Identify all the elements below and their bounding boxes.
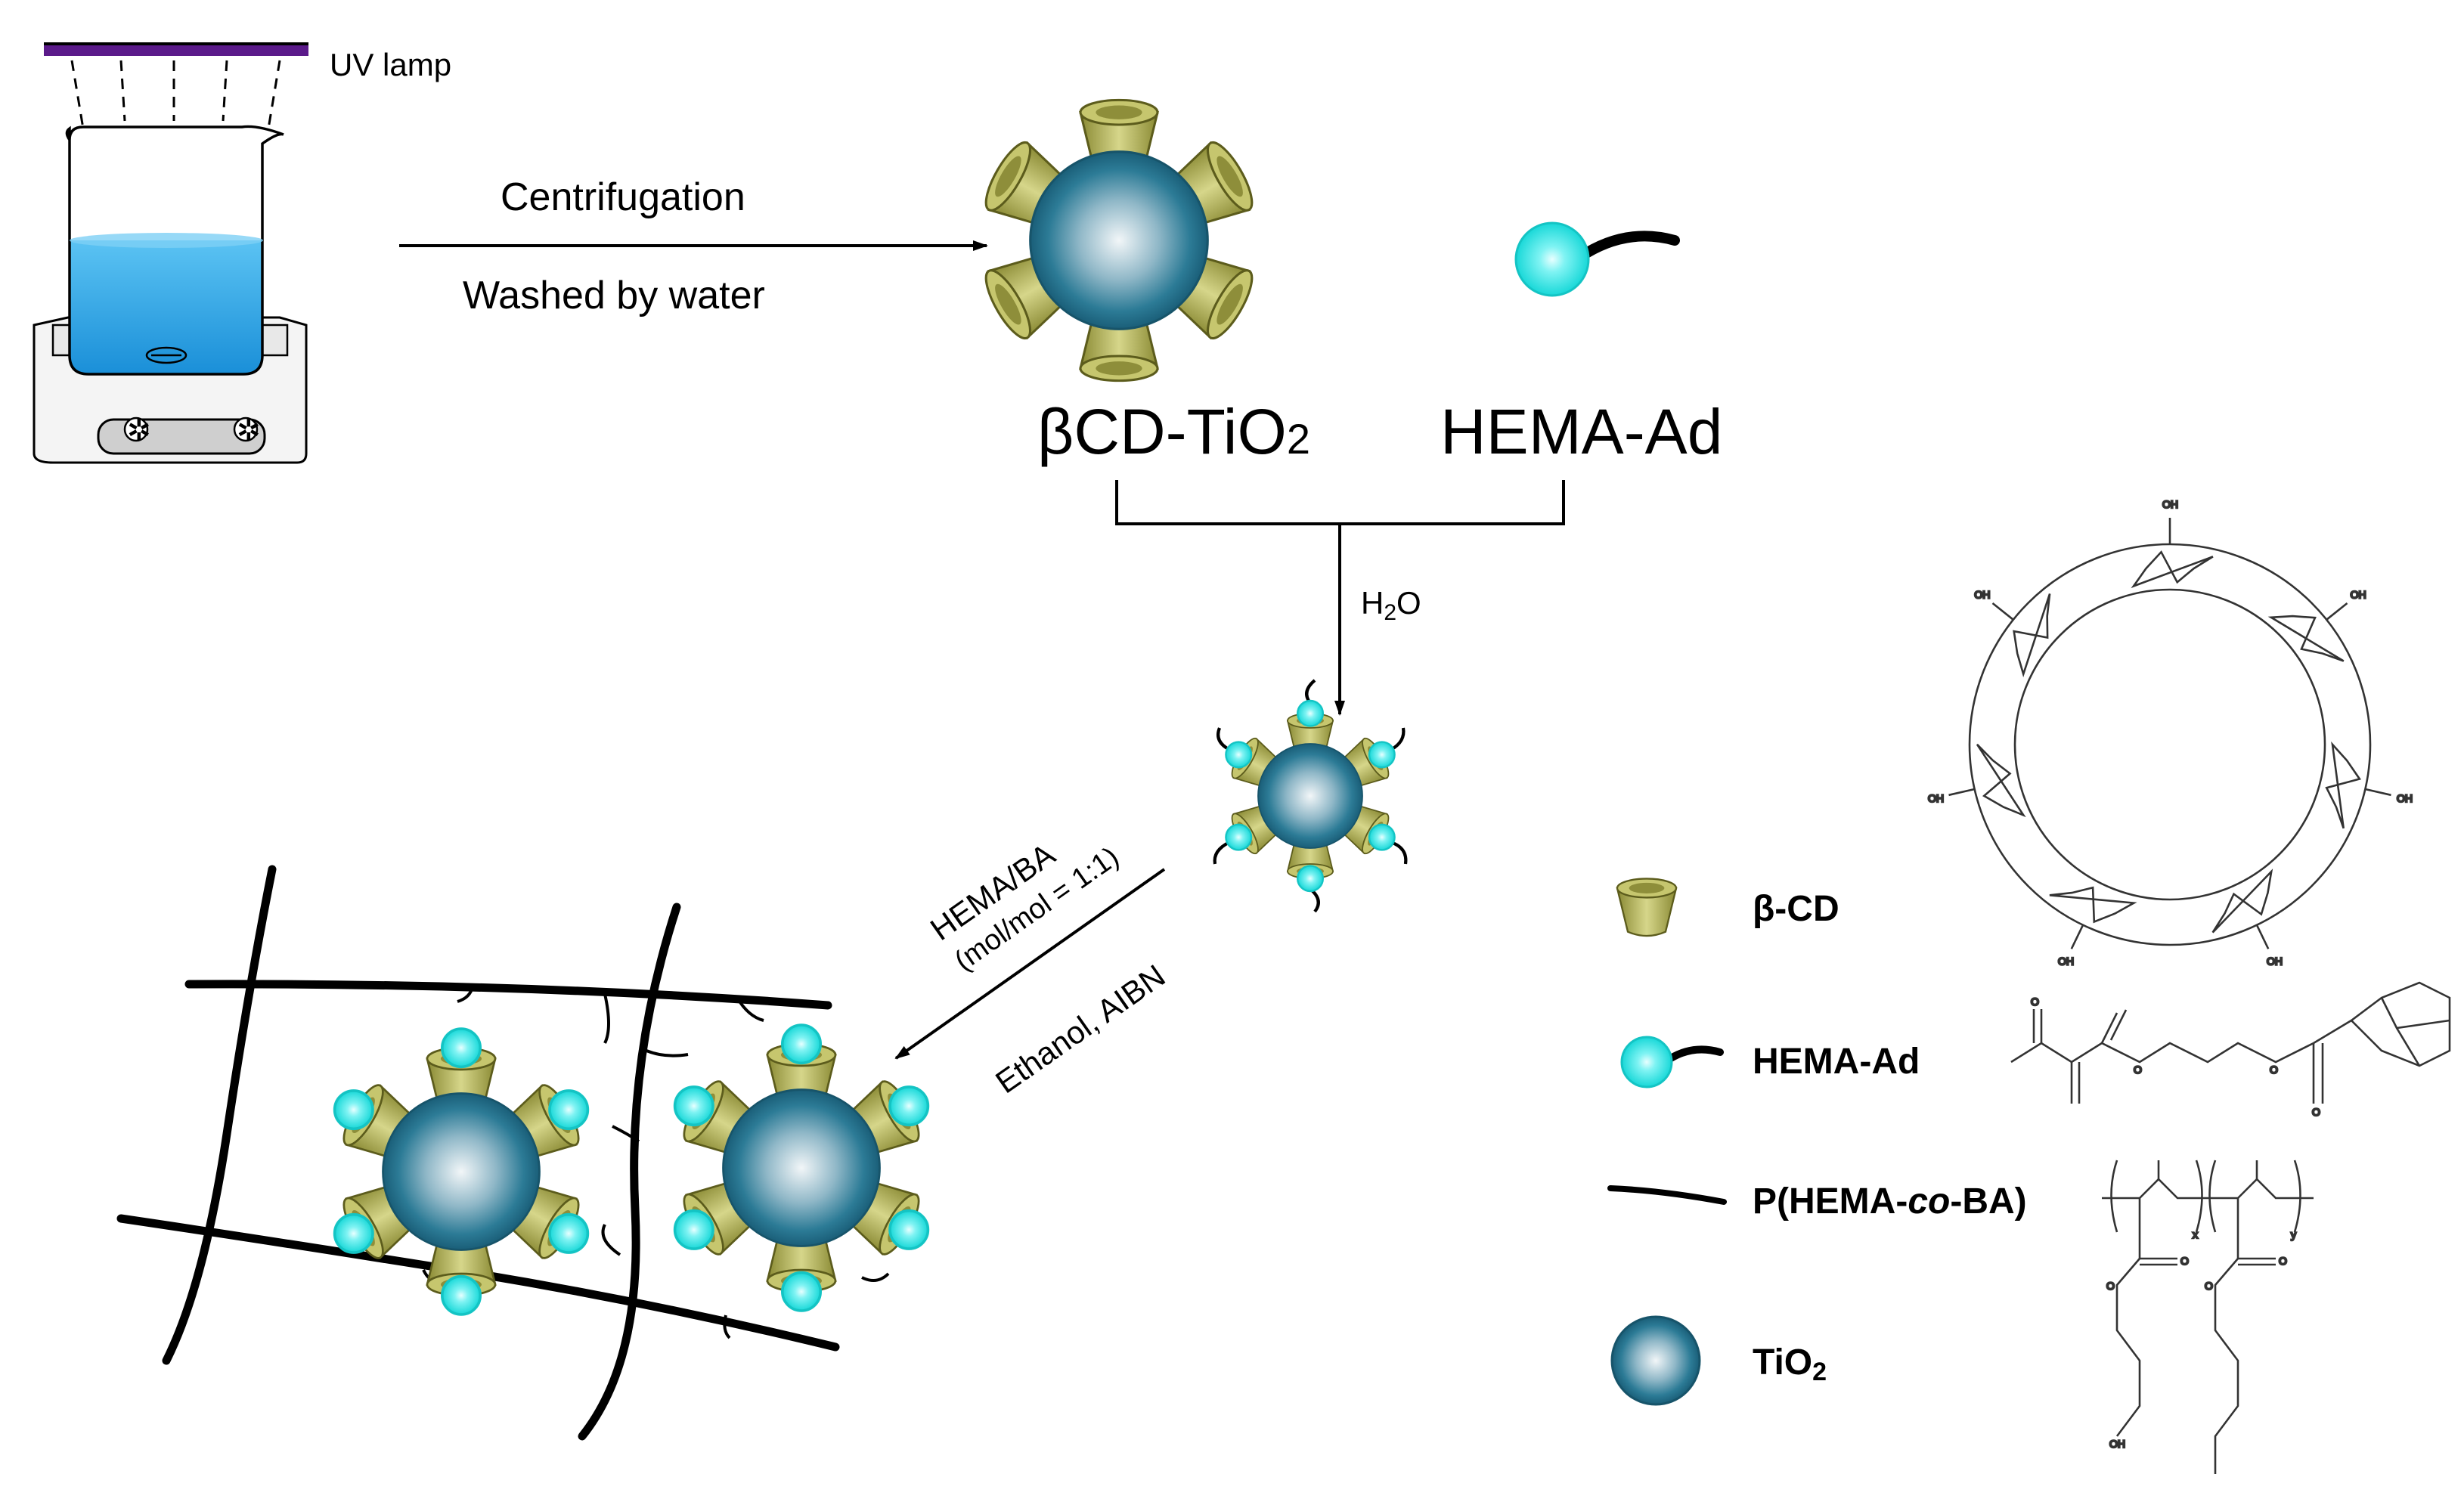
ring-substituent — [2365, 788, 2391, 797]
svg-text:O: O — [2312, 1106, 2320, 1118]
beaker — [65, 125, 284, 376]
svg-text:O: O — [2270, 1064, 2278, 1076]
network-particle-right — [673, 1023, 930, 1312]
glucose-ring — [2267, 615, 2345, 662]
hydroxyl-label: OH — [2351, 589, 2366, 601]
svg-text:O: O — [2205, 1280, 2213, 1292]
ring-substituent — [2326, 602, 2348, 621]
network-particle-left — [333, 1027, 590, 1316]
hydroxyl-label: OH — [2162, 498, 2178, 510]
hydroxyl-label: OH — [2058, 955, 2074, 968]
ring-substituent — [2070, 924, 2084, 949]
hydroxyl-label: OH — [2267, 955, 2283, 968]
uv-lamp-label: UV lamp — [330, 47, 451, 82]
svg-text:y: y — [2291, 1228, 2296, 1240]
hydroxyl-label: OH — [2397, 792, 2413, 804]
bcd-tio2-label: βCD-TiO2 — [1037, 396, 1310, 467]
step3-arrow-group: HEMA/BA (mol/mol = 1:1) Ethanol, AIBN — [894, 836, 1171, 1100]
svg-text:O: O — [2031, 996, 2039, 1008]
step1-label-bottom: Washed by water — [463, 274, 765, 317]
legend: β-CD HEMA-Ad P(HEMA-co-BA) TiO2 — [1607, 878, 2027, 1406]
svg-text:O: O — [2134, 1064, 2142, 1076]
hema-ad-molecule — [1514, 221, 1680, 297]
uv-reactor-illustration: UV lamp ✲ ✲ — [33, 42, 451, 464]
svg-text:OH: OH — [2109, 1438, 2125, 1450]
step3-arrow — [894, 868, 1166, 1060]
step1-arrow-group: Centrifugation Washed by water — [399, 175, 988, 317]
glucose-ring — [2013, 593, 2051, 678]
solvent-label: H2O — [1361, 585, 1421, 625]
legend-tio2-label: TiO2 — [1753, 1342, 1827, 1386]
svg-text:O: O — [2180, 1255, 2189, 1267]
glucose-ring — [2325, 741, 2362, 829]
svg-text:O: O — [2106, 1280, 2115, 1292]
glucose-ring — [2131, 550, 2214, 589]
legend-bcd-label: β-CD — [1753, 889, 1839, 929]
svg-text:x: x — [2193, 1228, 2198, 1240]
ring-substituent — [1991, 602, 2014, 621]
combine-bracket — [1115, 480, 1565, 716]
glucose-ring — [2211, 869, 2273, 934]
hema-ad-label: HEMA-Ad — [1440, 396, 1722, 467]
polymer-structure: x y O O O O OH — [2102, 1160, 2314, 1474]
legend-hema-ad-label: HEMA-Ad — [1753, 1042, 1920, 1082]
glucose-ring — [1976, 743, 2026, 818]
ring-substituent — [1948, 788, 1975, 797]
hydroxyl-label: OH — [1974, 589, 1990, 601]
legend-polymer-icon — [1607, 1185, 1727, 1205]
bcd-tio2-particle — [978, 100, 1260, 380]
beta-cd-structure: OH OH OH OH OH OH OH — [1927, 497, 2414, 968]
svg-text:O: O — [2279, 1255, 2287, 1267]
svg-text:✲: ✲ — [127, 415, 151, 447]
cond-line3: Ethanol, AIBN — [989, 958, 1171, 1100]
hema-ad-structure: O O O O — [2010, 981, 2451, 1119]
uv-lamp-bar — [44, 45, 308, 56]
legend-polymer-label: P(HEMA-co-BA) — [1753, 1181, 2027, 1222]
legend-tio2-icon — [1610, 1315, 1701, 1406]
glucose-ring — [2049, 886, 2137, 924]
svg-text:✲: ✲ — [237, 415, 261, 447]
inclusion-complex — [1213, 679, 1408, 913]
step1-label-top: Centrifugation — [501, 175, 745, 219]
legend-bcd-icon — [1616, 878, 1678, 937]
beaker-water — [70, 240, 262, 374]
ring-substituent — [2255, 924, 2270, 949]
hydroxyl-label: OH — [1928, 792, 1944, 804]
legend-hema-ad-icon — [1620, 1036, 1724, 1088]
